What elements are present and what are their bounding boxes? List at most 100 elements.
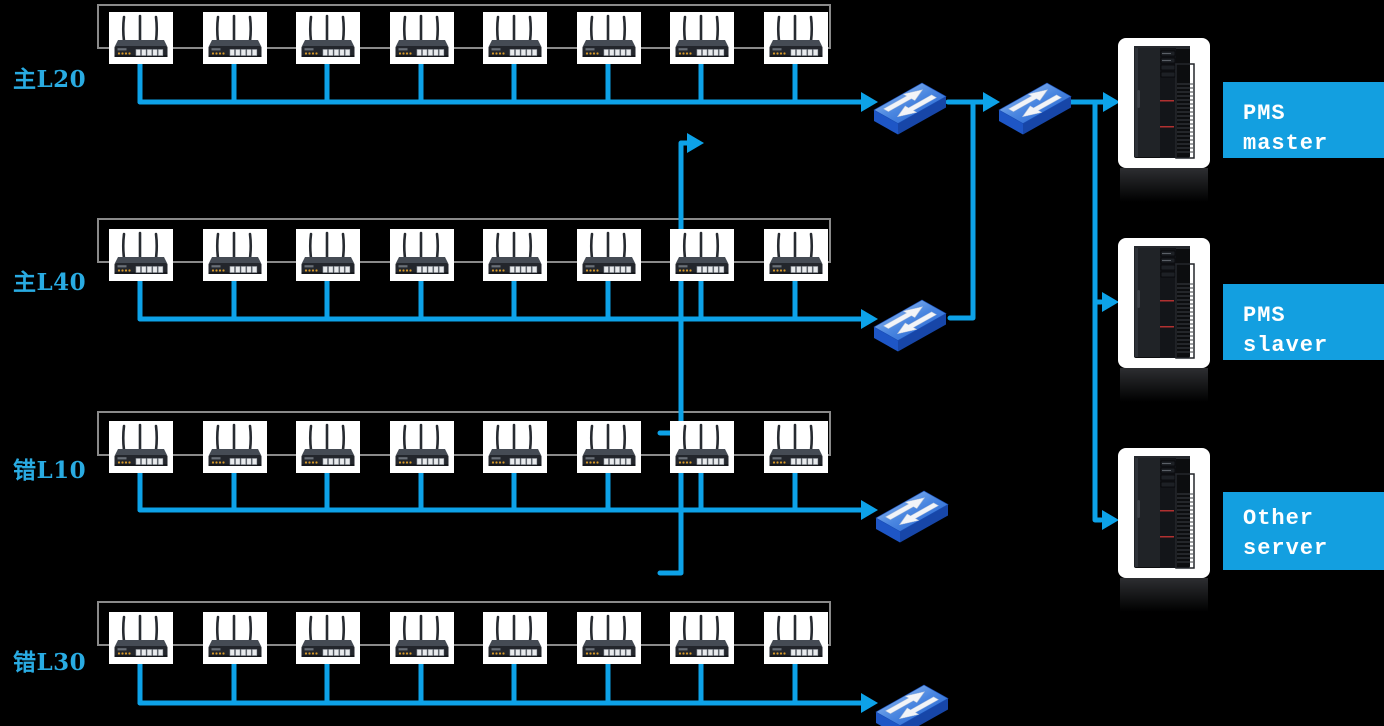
wireless-router-icon [296, 229, 360, 281]
wireless-router-icon [390, 229, 454, 281]
wireless-router-icon [577, 12, 641, 64]
wireless-router-icon [764, 421, 828, 473]
antenna-icon [495, 15, 500, 43]
antenna-icon [495, 424, 500, 452]
antenna-icon [528, 424, 533, 452]
wireless-router-icon [109, 229, 173, 281]
network-switch-icon [872, 297, 950, 355]
antenna-icon [154, 615, 159, 643]
flow-arrow-icon [687, 92, 1120, 713]
ethernet-ports [229, 266, 258, 273]
ethernet-ports [229, 458, 258, 465]
wireless-router-icon [109, 421, 173, 473]
wireless-router-icon [764, 612, 828, 664]
ethernet-ports [229, 49, 258, 56]
tower-server-icon [1118, 448, 1210, 578]
network-switch-icon [875, 684, 949, 726]
uplink-vertical-line [657, 140, 690, 576]
tower-server-icon [1118, 38, 1210, 168]
tower-server-icon [1118, 238, 1210, 368]
drive-bays [1160, 250, 1176, 278]
wireless-router-icon [109, 421, 173, 473]
wireless-router-icon [483, 421, 547, 473]
wireless-router-icon [296, 612, 360, 664]
wireless-router-icon [109, 612, 173, 664]
network-switch-icon [875, 490, 949, 543]
ethernet-ports [509, 649, 538, 656]
switch-arrows [883, 306, 937, 335]
ethernet-ports [135, 266, 164, 273]
ethernet-ports [416, 649, 445, 656]
vent-grille [1177, 493, 1193, 563]
network-switch-icon [872, 80, 950, 138]
switch-arrows [885, 691, 939, 720]
antenna-icon [435, 615, 440, 643]
wireless-router-icon [390, 421, 454, 473]
antenna-icon [215, 615, 220, 643]
antenna-icon [248, 424, 253, 452]
antenna-icon [248, 15, 253, 43]
row-label-L20: 主L20 [13, 66, 87, 93]
wireless-router-icon [577, 229, 641, 281]
wireless-router-icon [296, 12, 360, 64]
vent-grille [1177, 283, 1193, 353]
server-reflection [1120, 368, 1208, 402]
ethernet-ports [509, 49, 538, 56]
server-label-other-server: Other server [1223, 492, 1384, 570]
wireless-router-icon [577, 12, 641, 64]
ethernet-ports [509, 458, 538, 465]
wireless-router-icon [483, 612, 547, 664]
ethernet-ports [416, 458, 445, 465]
antenna-icon [528, 615, 533, 643]
wireless-router-icon [390, 612, 454, 664]
antenna-icon [248, 615, 253, 643]
wireless-router-icon [203, 421, 267, 473]
server-label-text: PMS master [1243, 101, 1329, 156]
network-switch-icon [873, 82, 947, 135]
wireless-router-icon [203, 421, 267, 473]
antenna-icon [715, 615, 720, 643]
tower-server-icon [1118, 238, 1210, 368]
antenna-icon [809, 615, 814, 643]
switch-arrows [1008, 89, 1062, 118]
wireless-router-icon [577, 421, 641, 473]
antenna-icon [215, 15, 220, 43]
server-label-text: server [1243, 536, 1329, 561]
antenna-icon [622, 232, 627, 260]
wireless-router-icon [764, 612, 828, 664]
antenna-icon [341, 424, 346, 452]
ethernet-ports [603, 458, 632, 465]
antenna-icon [715, 424, 720, 452]
antenna-icon [682, 615, 687, 643]
wireless-router-icon [203, 12, 267, 64]
wireless-router-icon [203, 612, 267, 664]
antenna-icon [308, 615, 313, 643]
wireless-router-icon [483, 421, 547, 473]
vent-grille [1177, 83, 1193, 153]
ethernet-ports [790, 458, 819, 465]
antenna-icon [622, 424, 627, 452]
wireless-router-icon [390, 12, 454, 64]
antenna-icon [435, 424, 440, 452]
antenna-icon [341, 232, 346, 260]
antenna-icon [402, 615, 407, 643]
antenna-icon [495, 615, 500, 643]
network-switch-icon [874, 488, 952, 546]
antenna-icon [715, 15, 720, 43]
router-group-box-4 [97, 601, 831, 646]
ethernet-ports [416, 266, 445, 273]
wireless-router-icon [296, 421, 360, 473]
ethernet-ports [603, 266, 632, 273]
wireless-router-icon [296, 12, 360, 64]
ethernet-ports [509, 266, 538, 273]
tower-server-icon [1118, 38, 1210, 168]
wireless-router-icon [483, 229, 547, 281]
antenna-icon [589, 232, 594, 260]
wireless-router-icon [577, 229, 641, 281]
wireless-router-icon [577, 421, 641, 473]
antenna-icon [215, 424, 220, 452]
drive-bays [1160, 460, 1176, 488]
antenna-icon [121, 232, 126, 260]
wireless-router-icon [670, 12, 734, 64]
